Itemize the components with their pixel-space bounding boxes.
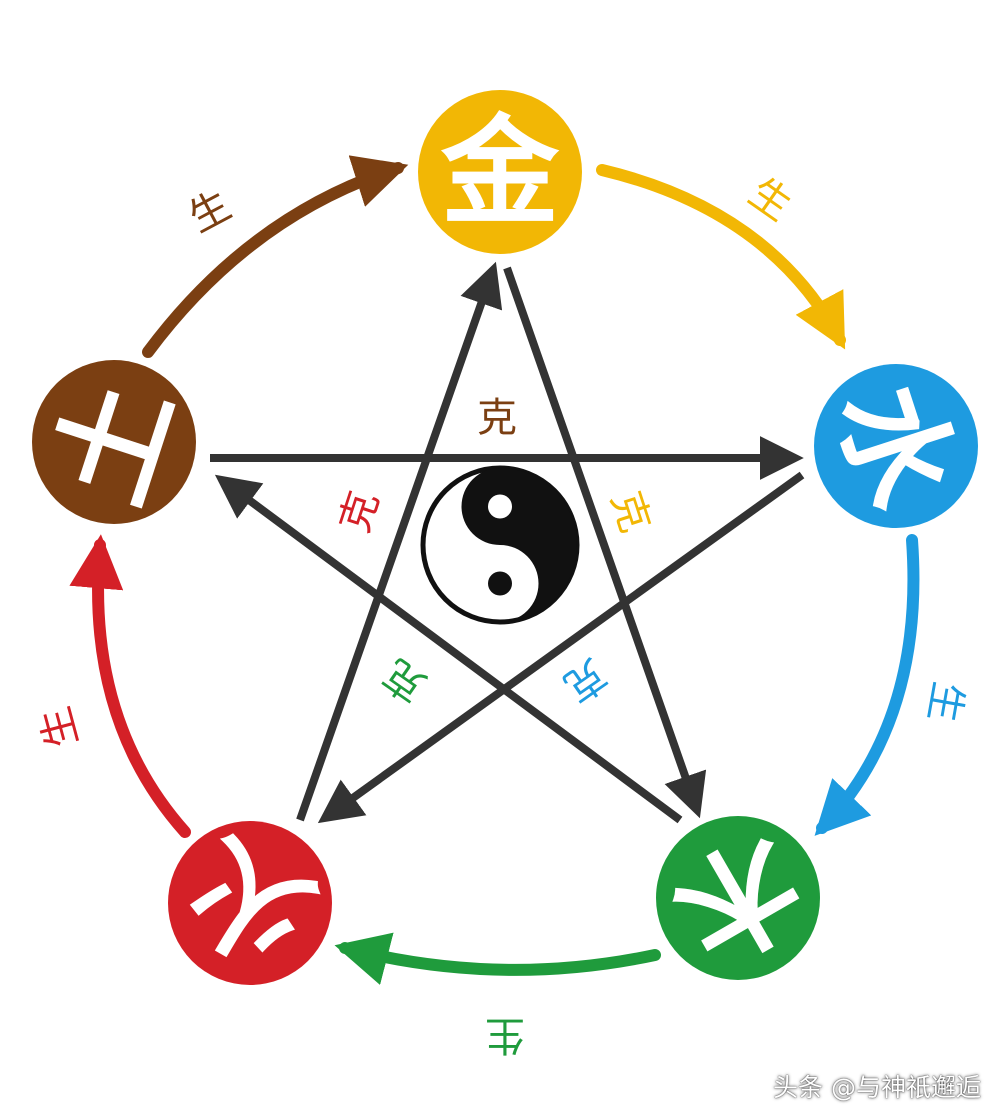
- overcome-arrow-water-fire: [317, 471, 805, 824]
- generate-label-metal-water: 生: [740, 170, 799, 231]
- overcome-label-metal-wood: 克: [555, 650, 614, 711]
- taiji-icon: [420, 465, 580, 625]
- element-fire: 火: [164, 814, 335, 993]
- generate-label-fire-earth: 生: [33, 702, 88, 753]
- element-metal-label: 金: [440, 103, 560, 241]
- element-metal: 金: [418, 90, 582, 254]
- overcome-arrow-wood-earth: [214, 474, 683, 824]
- element-wood-label: 木: [652, 809, 823, 988]
- element-earth: 土: [30, 360, 198, 524]
- watermark-text: 头条 @与神祇邂逅: [773, 1073, 981, 1102]
- overcome-label-fire-metal: 克: [375, 650, 434, 711]
- overcome-label-wood-earth: 克: [332, 486, 388, 538]
- generate-arrow-earth-metal: [142, 155, 409, 358]
- generate-label-earth-metal: 生: [182, 182, 239, 241]
- generate-arrow-metal-water: [596, 164, 846, 350]
- generate-arrow-fire-earth: [69, 534, 191, 838]
- generate-arrow-water-wood: [814, 534, 920, 836]
- generate-label-water-wood: 生: [919, 678, 971, 725]
- generate-label-wood-fire: 生: [485, 1012, 525, 1058]
- overcome-label-water-fire: 克: [602, 486, 658, 538]
- element-wood-disc: [656, 816, 820, 980]
- element-water: 水: [812, 364, 980, 528]
- element-metal-disc: [418, 90, 582, 254]
- overcome-arrow-fire-metal: [296, 261, 503, 822]
- element-wood: 木: [652, 809, 823, 988]
- element-water-disc: [814, 364, 978, 528]
- element-fire-label: 火: [164, 814, 335, 993]
- overcome-arrow-metal-wood: [503, 266, 707, 819]
- element-earth-disc: [32, 360, 196, 524]
- generate-arrow-wood-fire: [334, 932, 661, 985]
- element-fire-disc: [168, 821, 332, 985]
- overcome-label-earth-water: 克: [477, 395, 517, 441]
